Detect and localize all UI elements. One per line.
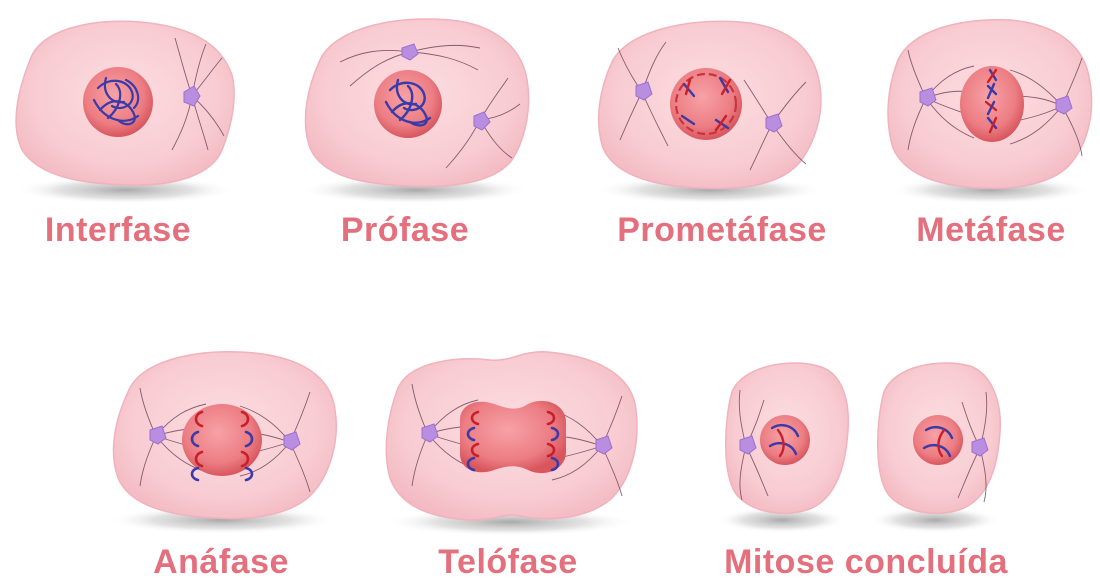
label-interfase: Interfase bbox=[45, 211, 191, 250]
cell-interfase bbox=[15, 21, 235, 204]
label-telofase: Telófase bbox=[438, 543, 577, 582]
cell-mitose-concluida bbox=[717, 363, 1000, 533]
cell-anafase bbox=[107, 352, 337, 534]
nucleus bbox=[760, 415, 810, 465]
label-mitose-concluida: Mitose concluída bbox=[724, 543, 1008, 582]
nucleus bbox=[182, 404, 262, 476]
cell-telofase bbox=[385, 352, 637, 536]
cell-prometafase bbox=[595, 21, 825, 204]
cell-metafase bbox=[888, 20, 1092, 204]
label-prometafase: Prometáfase bbox=[617, 211, 827, 250]
label-anafase: Anáfase bbox=[153, 543, 289, 582]
label-metafase: Metáfase bbox=[916, 211, 1066, 250]
nucleus bbox=[670, 68, 742, 140]
label-profase: Prófase bbox=[341, 211, 469, 250]
cell-profase bbox=[300, 19, 530, 204]
